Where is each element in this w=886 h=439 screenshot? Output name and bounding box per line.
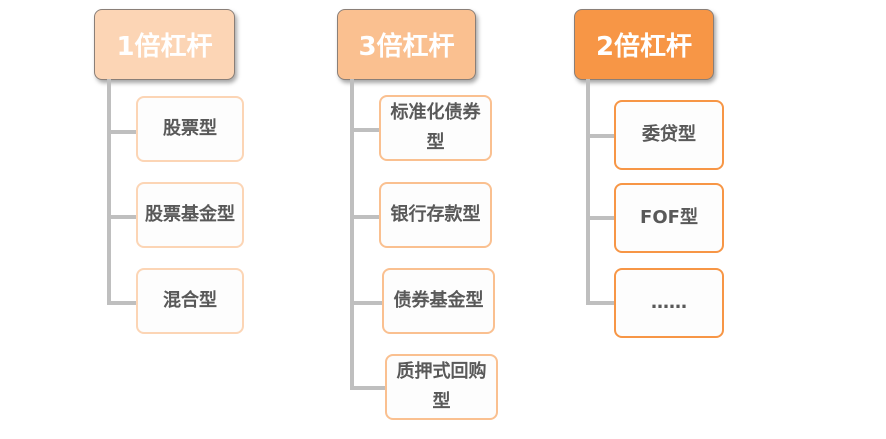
item-label: 股票基金型 [145, 204, 235, 225]
item-fof-type: FOF型 [614, 183, 724, 253]
item-label: 股票型 [163, 118, 217, 139]
item-more-ellipsis: …… [614, 268, 724, 338]
item-label: …… [651, 292, 687, 313]
item-hybrid-type: 混合型 [136, 268, 244, 334]
item-label: 质押式回购型 [396, 361, 487, 412]
connector-branch [107, 301, 137, 305]
item-bond-fund-type: 债券基金型 [382, 268, 495, 334]
group-header-1x: 1倍杠杆 [94, 9, 235, 80]
item-stock-type: 股票型 [136, 96, 244, 162]
item-label: 债券基金型 [393, 290, 484, 311]
item-standard-bond-type: 标准化债券型 [379, 95, 492, 161]
connector-branch [350, 215, 380, 219]
item-label: 标准化债券型 [390, 102, 481, 153]
item-label: 委贷型 [642, 124, 696, 145]
connector-branch [107, 215, 137, 219]
item-entrusted-loan-type: 委贷型 [614, 100, 724, 170]
item-stock-fund-type: 股票基金型 [136, 182, 244, 248]
connector-branch [107, 130, 137, 134]
connector-trunk [350, 79, 354, 390]
group-header-3x: 3倍杠杆 [337, 9, 476, 80]
connector-branch [586, 301, 616, 305]
connector-branch [586, 134, 616, 138]
item-label: 混合型 [163, 290, 217, 311]
group-header-2x: 2倍杠杆 [574, 9, 714, 80]
item-label: 银行存款型 [390, 204, 481, 225]
item-label: FOF型 [640, 207, 698, 228]
connector-branch [586, 216, 616, 220]
connector-branch [350, 301, 384, 305]
connector-branch [350, 386, 386, 390]
item-pledged-repo-type: 质押式回购型 [385, 354, 498, 420]
connector-trunk [107, 79, 111, 305]
connector-trunk [586, 79, 590, 305]
connector-branch [350, 128, 380, 132]
item-bank-deposit-type: 银行存款型 [379, 182, 492, 248]
